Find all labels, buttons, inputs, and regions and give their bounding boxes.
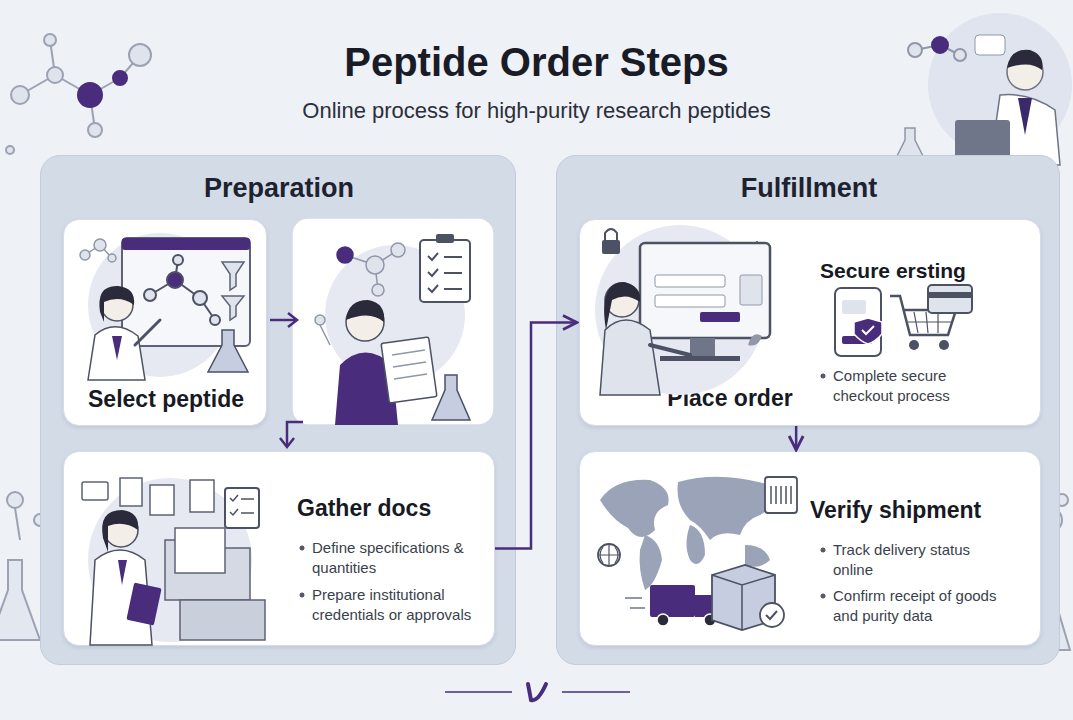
section-heading: Preparation — [41, 172, 517, 206]
step-card: Place order Secure erstingComplete secure… — [579, 219, 1041, 426]
step-heading: Select peptide — [64, 385, 268, 414]
subtitle: Online process for high-purity research … — [0, 98, 1073, 124]
footer-logo — [445, 684, 630, 700]
molecule-decoration — [6, 34, 151, 154]
documents-illustration — [82, 478, 265, 645]
sub-heading: Secure ersting — [820, 258, 1030, 284]
section-heading: Fulfillment — [557, 172, 1061, 206]
step-heading: Verify shipment — [810, 496, 1030, 525]
step-card: Verify shipmentTrack delivery status onl… — [579, 451, 1041, 646]
review-card — [292, 218, 494, 425]
bullet-item: Track delivery status online — [820, 540, 1006, 580]
step-heading: Gather docs — [297, 494, 487, 523]
section-panel: Select peptideGather docsDefine specific… — [40, 155, 516, 665]
bullet-item: Confirm receipt of goods and purity data — [820, 586, 1020, 626]
diagram-title: Peptide Order Steps — [0, 40, 1073, 85]
step-card: Select peptide — [63, 219, 267, 426]
review-illustration — [315, 234, 470, 425]
flow-arrow — [270, 313, 303, 447]
scientist-decoration — [890, 13, 1072, 165]
bullet-item: Prepare institutional credentials or app… — [299, 585, 491, 625]
bullet-item: Define specifications & quantities — [299, 538, 471, 578]
checkout-illustration — [595, 225, 972, 395]
step-card: Gather docsDefine specifications & quant… — [63, 451, 495, 646]
flow-connector — [495, 323, 577, 549]
flow-connector — [795, 426, 798, 450]
bullet-item: Complete secure checkout process — [820, 366, 1002, 406]
shipping-illustration — [598, 477, 797, 630]
select-illustration — [80, 233, 250, 380]
step-heading: Place order — [630, 384, 830, 413]
section-panel: Place order Secure erstingComplete secure… — [556, 155, 1060, 665]
